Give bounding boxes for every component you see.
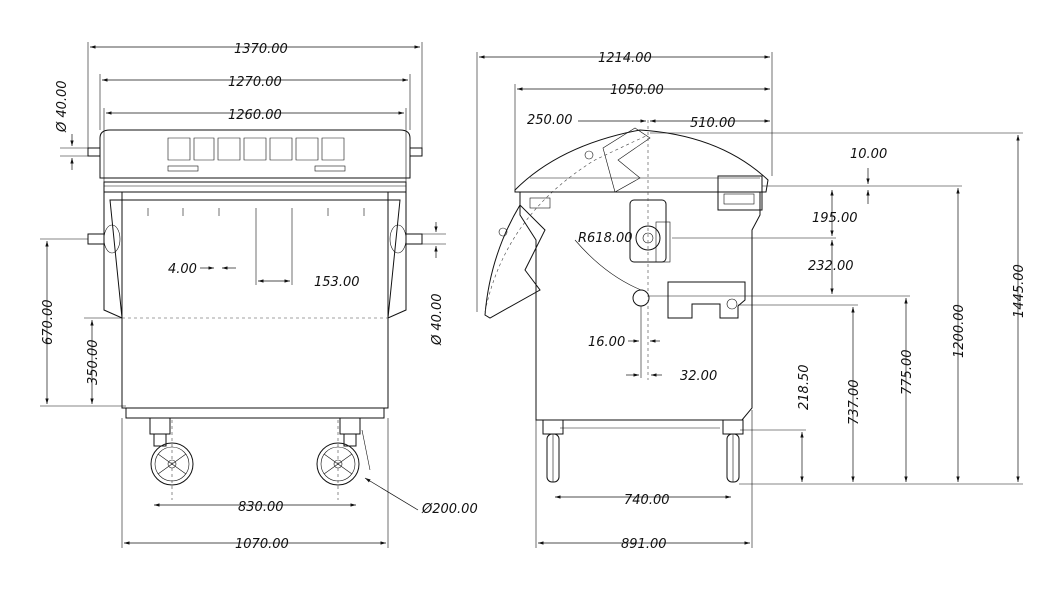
front-ribs xyxy=(147,208,365,216)
side-wheel-right xyxy=(722,419,744,483)
dim-side-32: 32.00 xyxy=(680,369,717,384)
pin-left-side xyxy=(87,233,105,245)
dim-front-670: 670.00 xyxy=(41,300,56,346)
dim-front-4: 4.00 xyxy=(168,262,197,277)
front-arm-right xyxy=(387,191,407,319)
dim-side-16: 16.00 xyxy=(588,335,625,350)
front-lid xyxy=(99,129,411,179)
dim-side-891: 891.00 xyxy=(621,537,667,552)
dim-front-1270: 1270.00 xyxy=(228,75,282,90)
front-dimensions xyxy=(40,42,446,548)
front-rim xyxy=(103,181,407,193)
dim-side-775: 775.00 xyxy=(900,350,915,396)
dim-side-510: 510.00 xyxy=(690,116,736,131)
lid-open-arc xyxy=(484,204,546,319)
dim-side-218: 218.50 xyxy=(797,365,812,411)
side-labels: 1214.00 1050.00 250.00 510.00 10.00 R618… xyxy=(527,51,1027,552)
dim-side-740: 740.00 xyxy=(624,493,670,508)
side-view xyxy=(484,120,769,483)
front-wheel-left xyxy=(149,417,194,486)
front-wheel-right xyxy=(316,417,371,486)
dim-side-1214: 1214.00 xyxy=(598,51,652,66)
pin-left-top xyxy=(87,147,101,157)
dim-side-737: 737.00 xyxy=(847,380,862,426)
dim-side-195: 195.00 xyxy=(812,211,858,226)
side-handle xyxy=(717,175,763,211)
dim-side-1200: 1200.00 xyxy=(952,304,967,358)
dim-front-1070: 1070.00 xyxy=(235,537,289,552)
side-dimensions xyxy=(476,52,1023,548)
dim-front-830: 830.00 xyxy=(238,500,284,515)
lid-slot-right xyxy=(314,165,346,172)
dim-side-1050: 1050.00 xyxy=(610,83,664,98)
dim-front-1260: 1260.00 xyxy=(228,108,282,123)
lower-pin xyxy=(632,289,650,307)
dim-front-wheel-diameter: Ø200.00 xyxy=(421,502,478,517)
pin-right-side xyxy=(405,233,423,245)
side-bracket xyxy=(667,281,746,319)
side-lid xyxy=(514,129,769,193)
lid-slot-left xyxy=(167,165,199,172)
dim-side-radius: R618.00 xyxy=(578,231,633,246)
pin-right-top xyxy=(409,147,423,157)
dim-side-1445: 1445.00 xyxy=(1012,264,1027,318)
dim-front-pin-side: Ø 40.00 xyxy=(430,293,445,346)
dim-side-250: 250.00 xyxy=(527,113,573,128)
front-body xyxy=(109,199,401,409)
dim-front-pin-top: Ø 40.00 xyxy=(55,80,70,133)
dim-front-350: 350.00 xyxy=(86,340,101,386)
dim-front-1370: 1370.00 xyxy=(234,42,288,57)
side-body xyxy=(519,191,761,421)
dim-side-10: 10.00 xyxy=(850,147,887,162)
front-arm-left xyxy=(103,191,123,319)
dim-side-232: 232.00 xyxy=(808,259,854,274)
side-wheel-left xyxy=(542,419,564,483)
front-view xyxy=(87,129,423,500)
dim-front-153: 153.00 xyxy=(314,275,360,290)
front-labels: 1370.00 1270.00 1260.00 Ø 40.00 Ø 40.00 … xyxy=(41,42,478,552)
lid-recesses xyxy=(167,137,345,161)
